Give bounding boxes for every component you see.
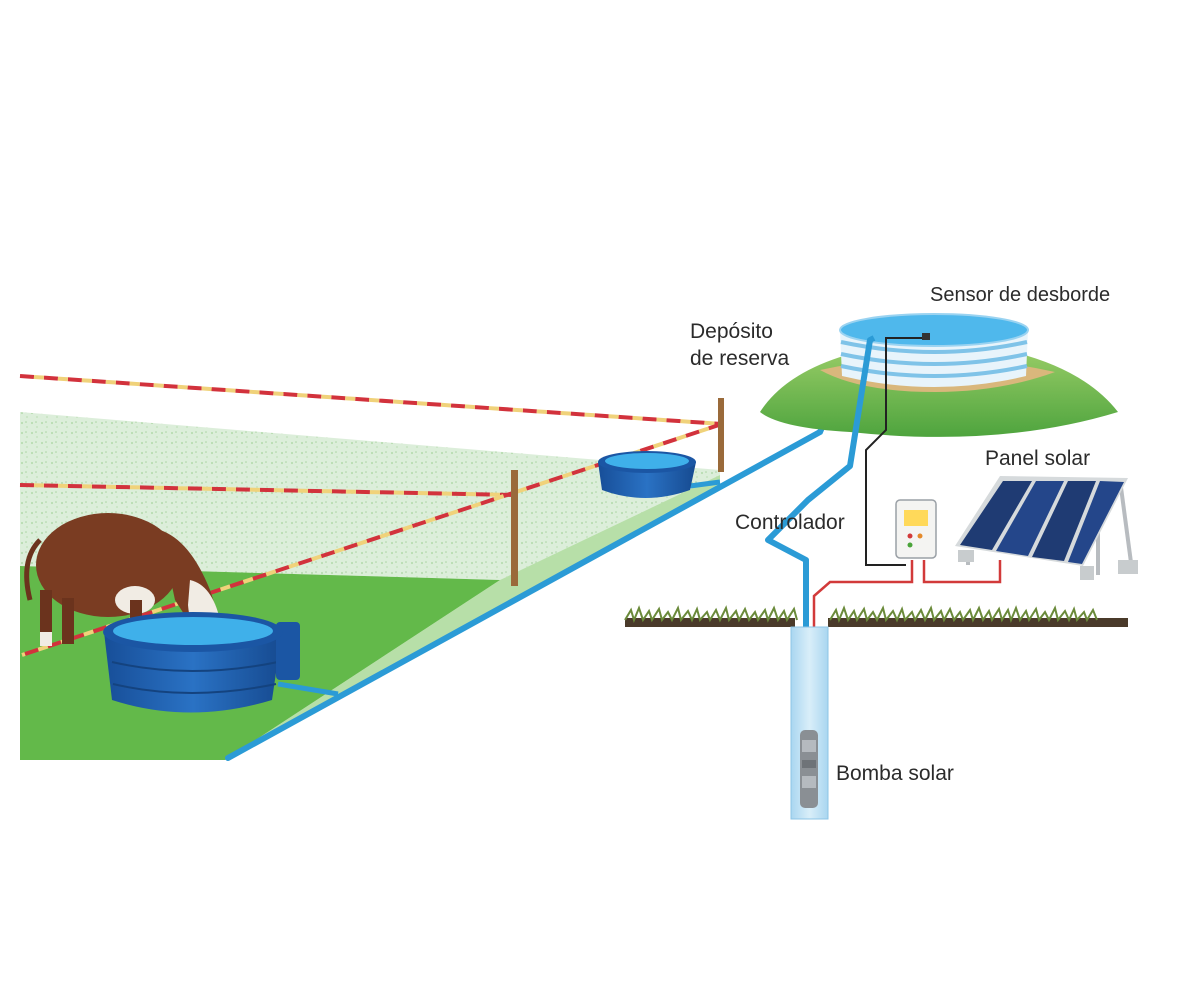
controller-box bbox=[895, 499, 937, 559]
submersible-pump bbox=[800, 730, 818, 808]
label-overflow-sensor: Sensor de desborde bbox=[930, 284, 1111, 306]
solar-panel bbox=[955, 476, 1138, 580]
fence-post bbox=[511, 470, 518, 586]
cow bbox=[24, 513, 221, 646]
far-water-trough bbox=[598, 451, 696, 498]
label-controller: Controlador bbox=[735, 511, 845, 534]
label-reserve-tank-line1: Depósito bbox=[690, 320, 773, 343]
overflow-sensor bbox=[865, 333, 930, 566]
label-solar-panel: Panel solar bbox=[985, 447, 1091, 470]
power-wire bbox=[812, 560, 1002, 740]
near-water-trough bbox=[103, 612, 300, 713]
label-reserve-tank: Depósito de reserva bbox=[690, 319, 789, 373]
fence-post bbox=[718, 398, 724, 472]
pump-riser-pipe bbox=[765, 335, 876, 700]
label-solar-pump: Bomba solar bbox=[836, 762, 954, 785]
ground-surface bbox=[624, 605, 1128, 627]
label-reserve-tank-line2: de reserva bbox=[690, 346, 790, 370]
